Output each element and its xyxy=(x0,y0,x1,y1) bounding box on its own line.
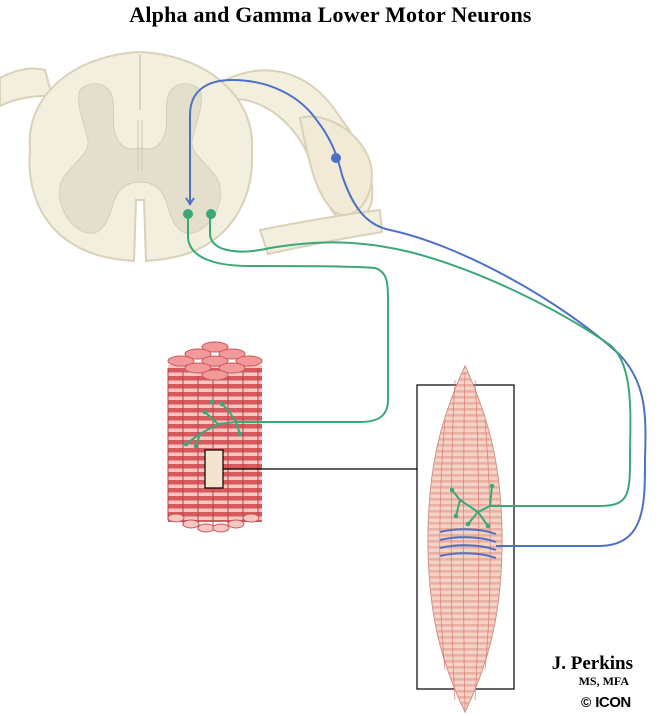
gamma-axon xyxy=(189,78,647,547)
gray-matter xyxy=(58,83,222,234)
copyright-symbol: © xyxy=(581,694,592,710)
spinal-nerve-root xyxy=(258,208,384,256)
alpha-motor-neuron-extrafusal xyxy=(183,209,389,423)
artist-credentials: MS, MFA xyxy=(578,674,629,688)
magnified-region-marker xyxy=(204,449,224,489)
alpha-cell-body-2-icon xyxy=(183,209,193,219)
spinal-cord xyxy=(0,50,384,263)
extrafusal-muscle-bundle xyxy=(167,341,263,533)
spindle-capsule xyxy=(427,364,503,714)
gamma-motor-neuron xyxy=(185,78,647,547)
artist-signature: J. Perkins MS, MFA xyxy=(552,654,633,689)
dorsal-root-ganglion xyxy=(298,115,374,216)
copyright-logo: © ICON xyxy=(581,694,631,711)
alpha-axon-spindle xyxy=(209,215,632,507)
alpha-motor-neuron-spindle xyxy=(206,209,632,507)
muscle-spindle-inset xyxy=(416,364,515,714)
alpha-cell-body-icon xyxy=(206,209,216,219)
gamma-cell-body-icon xyxy=(331,153,341,163)
artist-name: J. Perkins xyxy=(551,653,633,674)
page-title: Alpha and Gamma Lower Motor Neurons xyxy=(129,2,532,27)
alpha-axon-extrafusal xyxy=(187,215,389,423)
icon-logo: ICON xyxy=(595,694,631,711)
